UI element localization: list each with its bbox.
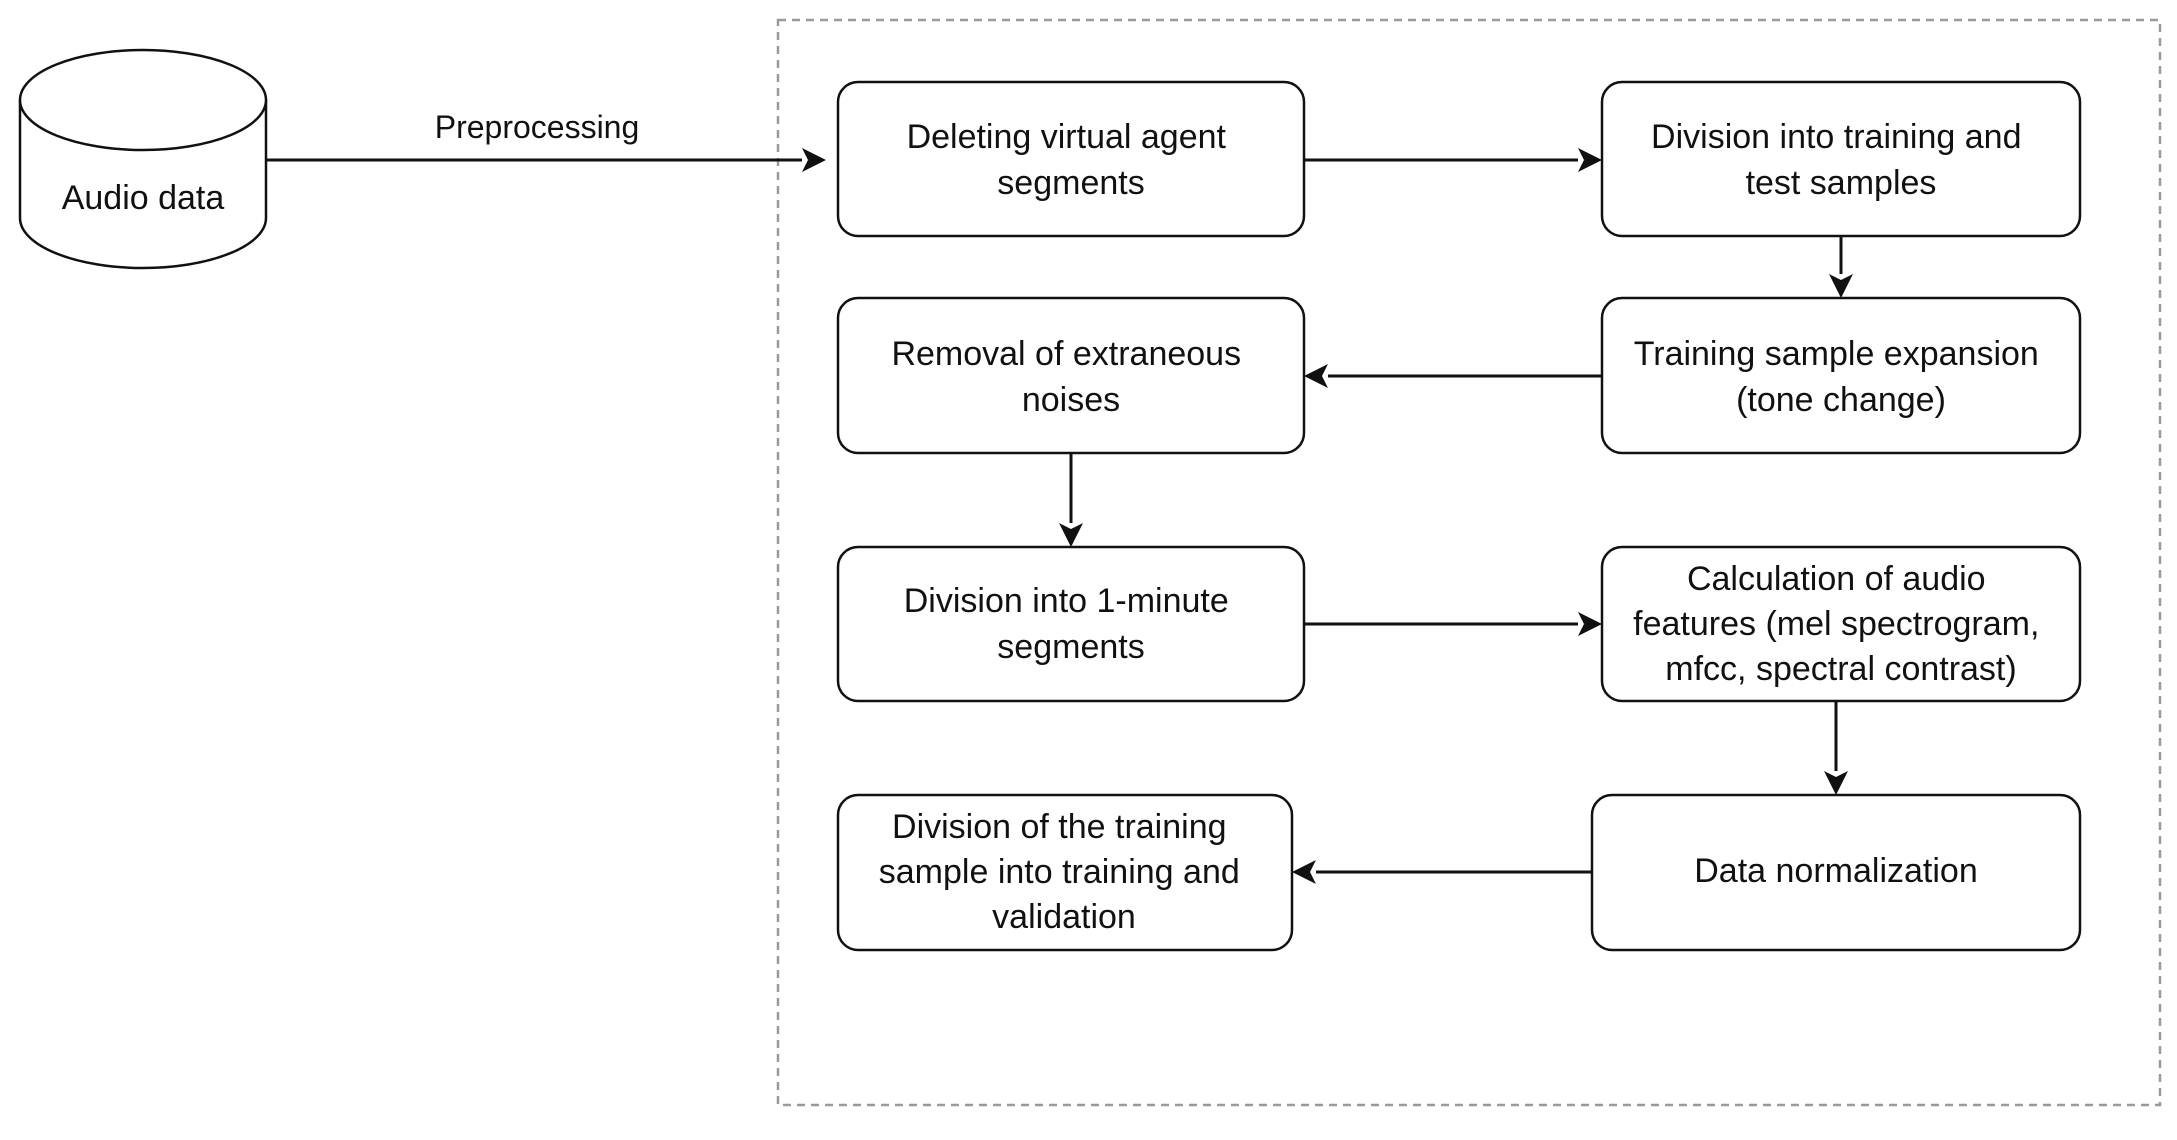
step-label-line: segments <box>997 164 1144 202</box>
preprocessing-arrow-head <box>802 148 826 172</box>
connector-arrow-head <box>1829 274 1853 298</box>
connector-arrow-head <box>1578 612 1602 636</box>
step-label-line: test samples <box>1746 164 1937 202</box>
step-label-line: mfcc, spectral contrast) <box>1665 650 2016 688</box>
connector-arrow-head <box>1059 523 1083 547</box>
step-label-line: sample into training and <box>879 853 1240 891</box>
step-label-line: Division of the training <box>892 808 1227 846</box>
connector-arrow-head <box>1292 860 1316 884</box>
step-label-line: features (mel spectrogram, <box>1633 605 2039 643</box>
step-label-line: Division into 1-minute <box>904 582 1229 620</box>
preprocessing-group-border <box>776 18 2162 1107</box>
step-training-sample-expansion: Training sample expansion (tone change) <box>1600 296 2082 455</box>
connector-arrow-head <box>1824 771 1848 795</box>
step-removal-extraneous-noises: Removal of extraneous noises <box>836 296 1306 455</box>
step-calculation-audio-features: Calculation of audio features (mel spect… <box>1600 545 2082 703</box>
connector-step2-to-step3 <box>1829 236 1853 298</box>
connector-step5-to-step6 <box>1304 612 1602 636</box>
connector-step7-to-step8 <box>1292 860 1592 884</box>
step-label: Division into training and test samples <box>1651 118 2031 202</box>
step-box <box>836 80 1306 238</box>
step-label: Division into 1-minute segments <box>904 582 1238 666</box>
step-box <box>836 545 1306 703</box>
step-label-line: Division into training and <box>1651 118 2021 156</box>
connector-arrow-head <box>1304 364 1328 388</box>
step-label-line: Calculation of audio <box>1687 560 1986 598</box>
audio-data-cylinder: Audio data <box>18 48 268 270</box>
step-box <box>836 296 1306 455</box>
step-label-line: Deleting virtual agent <box>907 118 1227 156</box>
step-deleting-virtual-agent-segments: Deleting virtual agent segments <box>836 80 1306 238</box>
connector-step4-to-step5 <box>1059 453 1083 547</box>
step-division-training-test: Division into training and test samples <box>1600 80 2082 238</box>
step-box <box>836 793 1294 952</box>
cylinder-top <box>18 48 268 152</box>
step-label: Data normalization <box>1694 852 1977 890</box>
preprocessing-label: Preprocessing <box>435 109 640 145</box>
step-label-line: Removal of extraneous <box>891 335 1241 373</box>
preprocessing-edge: Preprocessing <box>266 109 826 172</box>
step-label: Training sample expansion (tone change) <box>1634 335 2049 419</box>
connector-step6-to-step7 <box>1824 701 1848 795</box>
step-division-training-validation: Division of the training sample into tra… <box>836 793 1294 952</box>
step-box <box>1600 80 2082 238</box>
step-label-line: segments <box>997 628 1144 666</box>
audio-data-label: Audio data <box>62 179 225 217</box>
step-label: Deleting virtual agent segments <box>907 118 1236 202</box>
step-label-line: Training sample expansion <box>1634 335 2039 373</box>
connector-step3-to-step4 <box>1304 364 1602 388</box>
step-label-line: noises <box>1022 381 1120 419</box>
step-label: Calculation of audio features (mel spect… <box>1633 560 2049 688</box>
step-label-line: validation <box>992 898 1136 936</box>
step-data-normalization: Data normalization <box>1590 793 2082 952</box>
step-label-line: Data normalization <box>1694 852 1977 890</box>
step-box <box>1600 296 2082 455</box>
step-label-line: (tone change) <box>1736 381 1946 419</box>
connector-step1-to-step2 <box>1304 148 1602 172</box>
connector-arrow-head <box>1578 148 1602 172</box>
step-division-1-minute-segments: Division into 1-minute segments <box>836 545 1306 703</box>
step-label: Division of the training sample into tra… <box>879 808 1249 936</box>
step-label: Removal of extraneous noises <box>891 335 1250 419</box>
